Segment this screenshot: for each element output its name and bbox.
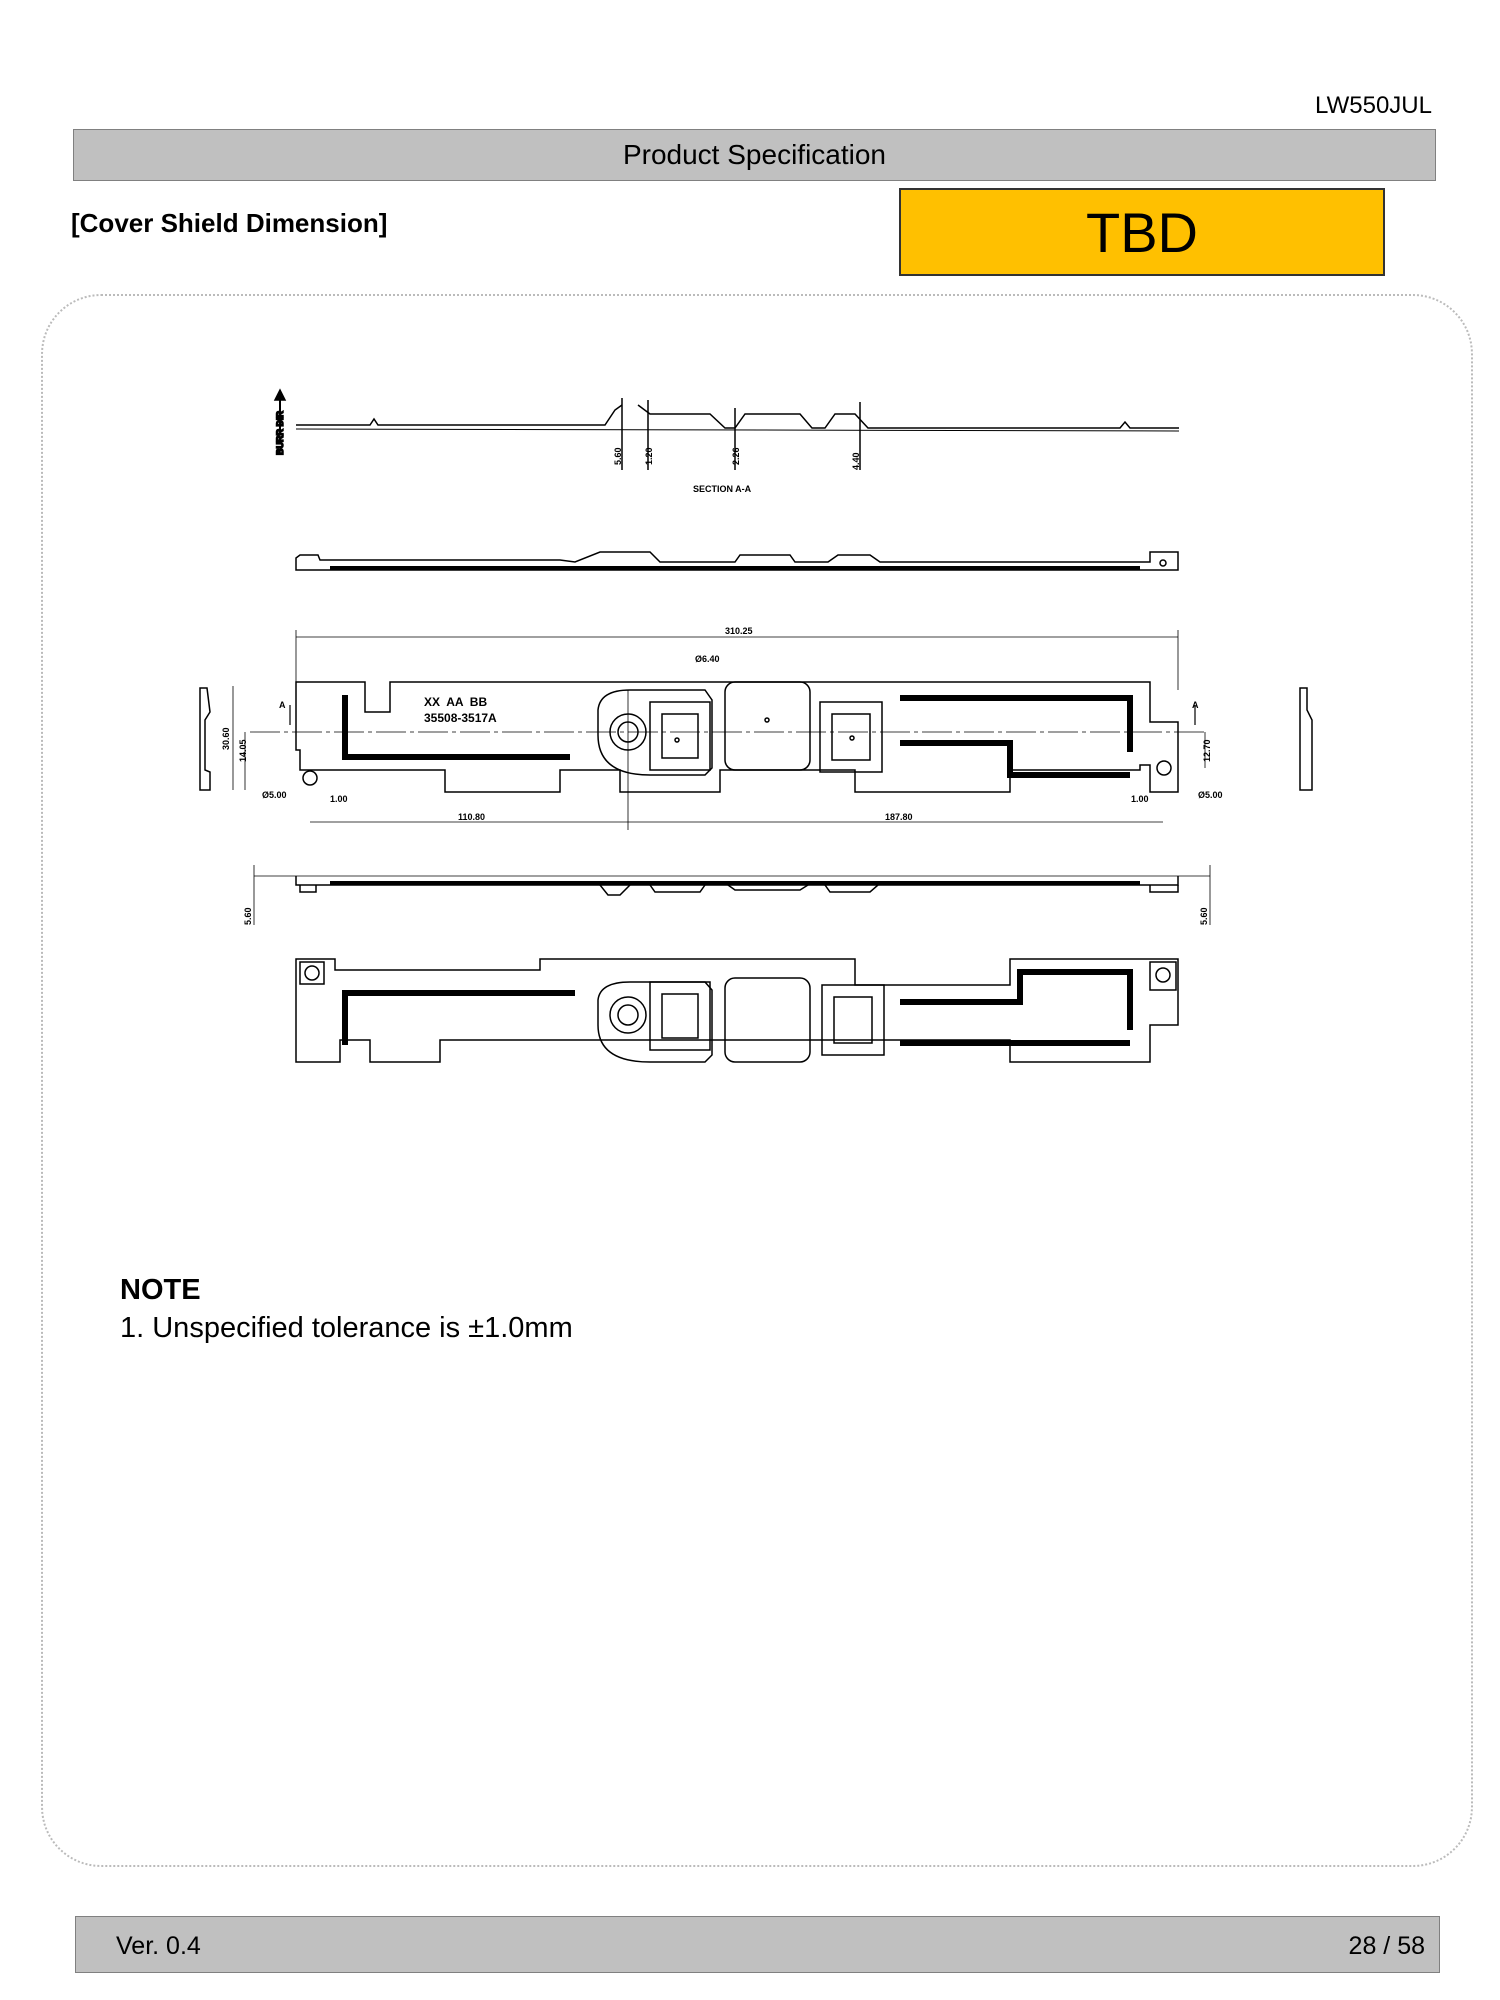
hole-offset-left-dim: 14.05 [238, 739, 248, 762]
section-caption: SECTION A-A [693, 484, 752, 494]
burr-dir-label: BURR DIR [275, 411, 285, 455]
part-marking-1: XX AA BB [424, 695, 487, 709]
note-title: NOTE [120, 1274, 201, 1306]
side-view: 5.60 5.60 [243, 865, 1211, 925]
hole-dia-left-dim: Ø5.00 [262, 790, 287, 800]
section-mark-left: A [279, 700, 286, 710]
model-number: LW550JUL [1315, 92, 1432, 119]
status-badge: TBD [899, 188, 1385, 276]
side-height-left-dim: 5.60 [243, 907, 253, 925]
overall-length-dim: 310.25 [725, 626, 753, 636]
hole-dia-right-dim: Ø5.00 [1198, 790, 1223, 800]
page-number: 28 / 58 [1348, 1932, 1425, 1960]
hole-center-dia-dim: Ø6.40 [695, 654, 720, 664]
back-view [295, 958, 1179, 1063]
section-mark-right: A [1192, 700, 1199, 710]
height-dim: 30.60 [221, 727, 231, 750]
top-view [295, 551, 1179, 571]
part-marking-2: 35508-3517A [424, 711, 497, 725]
edge-left-dim: 1.00 [330, 794, 348, 804]
drawing-frame [41, 294, 1473, 1867]
span-right-dim: 187.80 [885, 812, 913, 822]
version-label: Ver. 0.4 [116, 1932, 201, 1960]
front-view: 310.25 Ø6.40 XX AA BB 35508-3517A 30.60 … [199, 626, 1313, 830]
page-header-bar: Product Specification [73, 129, 1436, 181]
section-title: [Cover Shield Dimension] [71, 208, 388, 238]
edge-right-dim: 1.00 [1131, 794, 1149, 804]
status-badge-label: TBD [1086, 200, 1198, 264]
hole-offset-right-dim: 12.70 [1202, 739, 1212, 762]
side-height-right-dim: 5.60 [1199, 907, 1209, 925]
note-item: 1. Unspecified tolerance is ±1.0mm [120, 1312, 573, 1344]
section-dim: 2.26 [731, 447, 741, 465]
span-left-dim: 110.80 [458, 812, 485, 822]
section-view: BURR DIR 5.60 1.20 2.26 4.40 SECTION A-A [273, 388, 1180, 494]
section-dim: 5.60 [613, 447, 623, 465]
page-footer-bar: Ver. 0.4 28 / 58 [75, 1916, 1440, 1973]
section-dim: 1.20 [644, 447, 654, 465]
page-title: Product Specification [622, 139, 887, 170]
section-dim: 4.40 [851, 452, 861, 470]
